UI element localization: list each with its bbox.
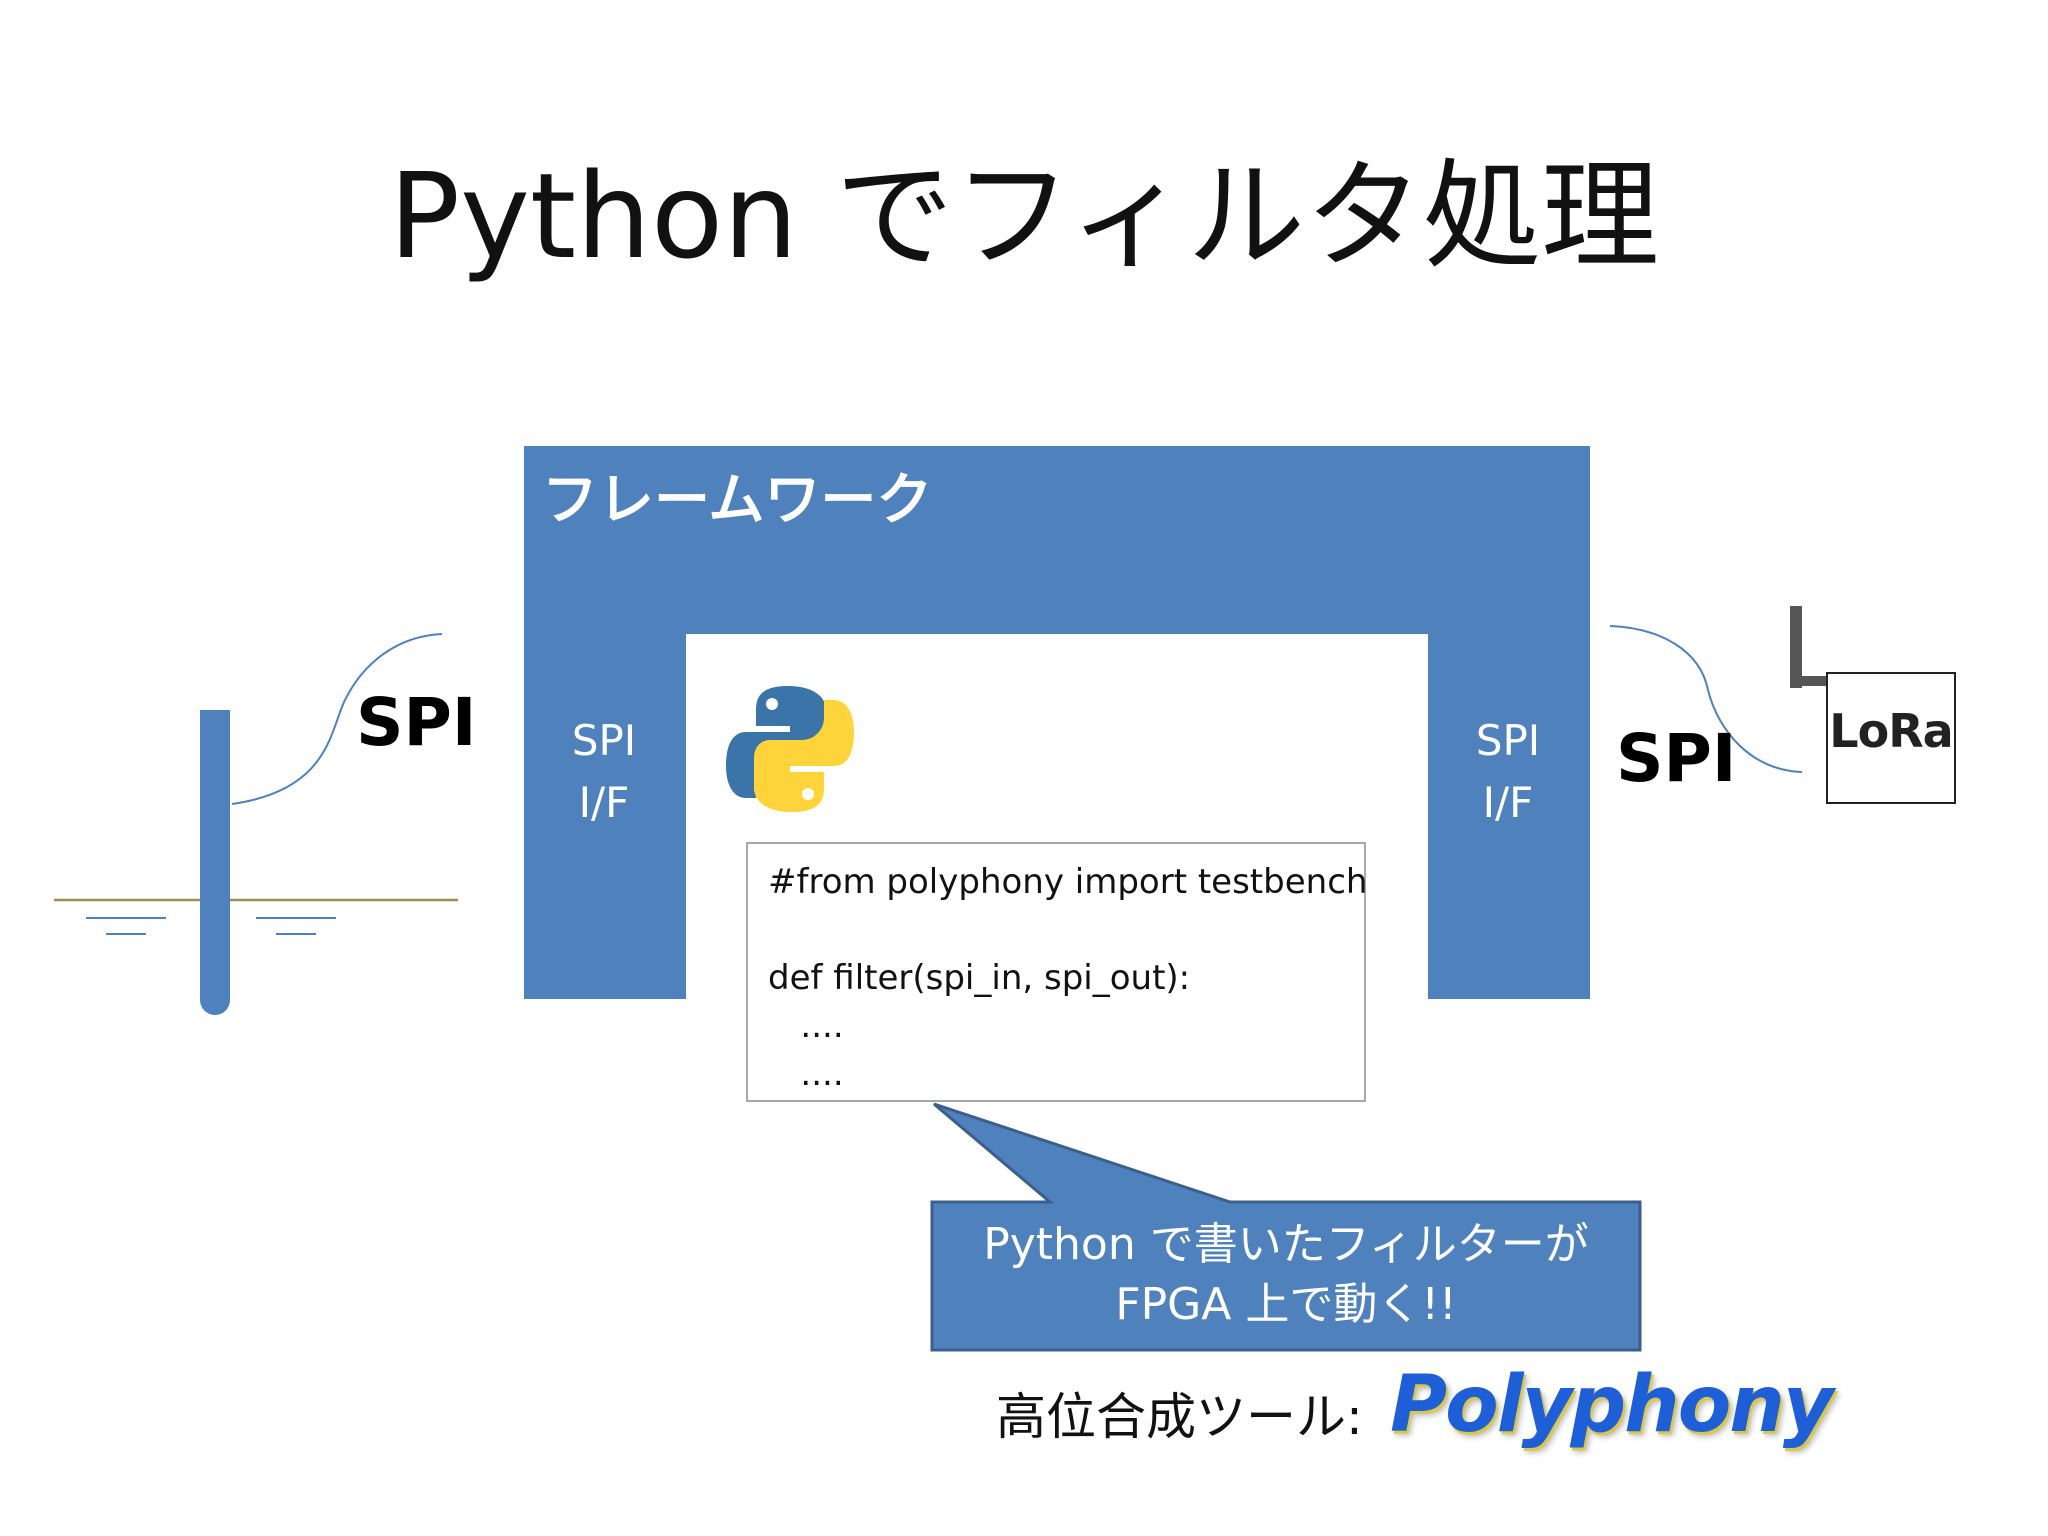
right-spi-wire [1609,625,1803,773]
right-spi-interface: SPI I/F [1428,710,1588,834]
water-level-sensor-icon [54,710,458,1015]
code-line: def filter(spi_in, spi_out): [768,958,1191,998]
callout-line1: Python で書いたフィルターが [983,1219,1589,1270]
callout-bubble [930,1102,1642,1352]
callout-line2: FPGA 上で動く!! [1115,1279,1457,1330]
code-line: #from polyphony import testbench [768,862,1368,902]
right-spi-label: SPI [1616,720,1737,797]
slide-title: Python でフィルタ処理 [388,147,1660,285]
right-spi-if-line1: SPI [1475,716,1541,765]
left-spi-if-line2: I/F [578,778,630,827]
code-line: .... [768,1054,844,1094]
framework-label: フレームワーク [542,468,933,533]
antenna-icon [1790,606,1826,688]
lora-module-icon [1826,672,1956,804]
left-spi-interface: SPI I/F [524,710,684,834]
code-line: .... [768,1006,844,1046]
left-spi-if-line1: SPI [571,716,637,765]
callout-text: Python で書いたフィルターが FPGA 上で動く!! [932,1202,1640,1348]
code-box: #from polyphony import testbench def fil… [746,842,1368,1102]
hls-tool-label: 高位合成ツール: [996,1388,1363,1446]
polyphony-logo: Polyphony [1390,1360,1834,1450]
right-spi-if-line2: I/F [1482,778,1534,827]
left-spi-wire [231,633,443,805]
lora-logo-text: LoRa [1829,704,1953,758]
left-spi-label: SPI [356,684,477,761]
code-line [768,906,1344,954]
python-logo-icon [726,686,854,812]
